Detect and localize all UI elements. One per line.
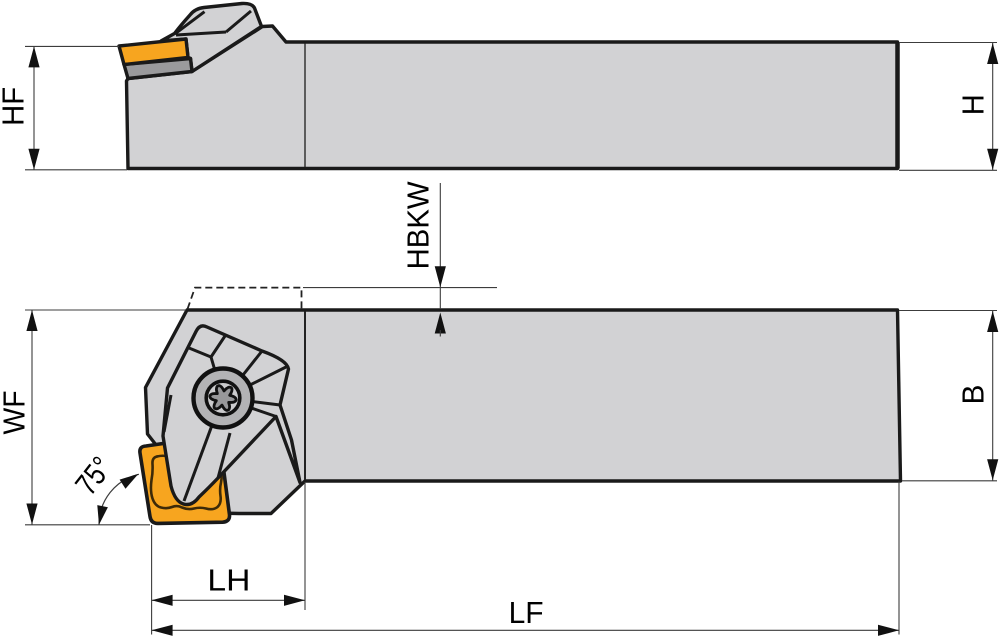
svg-text:H: H [956, 94, 991, 115]
svg-text:LH: LH [207, 562, 250, 597]
svg-text:B: B [956, 385, 991, 405]
svg-text:LF: LF [509, 595, 544, 630]
svg-text:HBKW: HBKW [401, 181, 436, 270]
svg-text:HF: HF [0, 87, 31, 126]
svg-text:WF: WF [0, 391, 31, 435]
